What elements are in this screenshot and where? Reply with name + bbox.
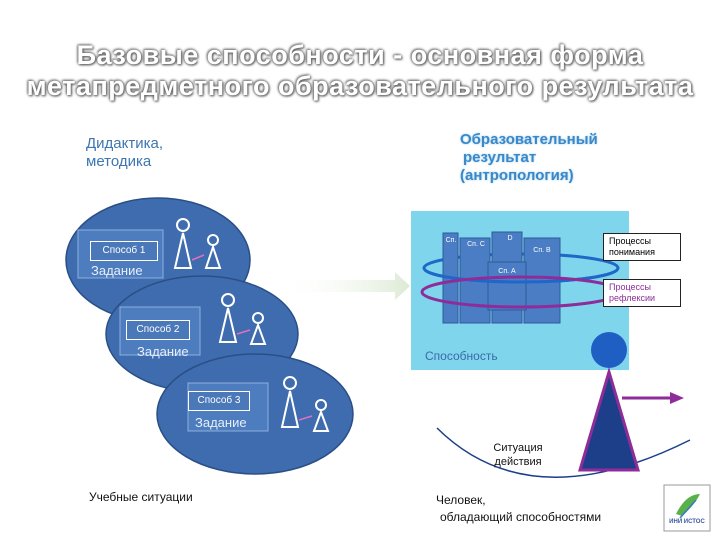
right-heading: Образовательный результат (антропология) xyxy=(460,131,598,185)
right-heading-line-3: (антропология) xyxy=(460,167,574,184)
person-body xyxy=(577,366,641,472)
person-arrow-head xyxy=(670,392,684,404)
capability-label: Способность xyxy=(425,349,498,363)
column-c5 xyxy=(487,261,527,311)
method-label-1: Способ 1 xyxy=(90,241,158,261)
column-label-c5: Сп. А xyxy=(498,268,516,275)
person-head xyxy=(591,332,627,368)
reflection-line-1: Процессы xyxy=(609,282,652,292)
logo-text: ИНИ ИСТОС xyxy=(669,519,705,525)
column-label-c1: Сп. xyxy=(445,237,457,244)
situation-line-1: Ситуация xyxy=(493,442,543,454)
person-label: Человек, обладающий способностями xyxy=(436,492,601,526)
people-icon-2 xyxy=(218,293,267,345)
people-icon-1 xyxy=(173,218,222,269)
left-heading: Дидактика, методика xyxy=(86,135,163,171)
learning-situations-label: Учебные ситуации xyxy=(89,490,193,504)
task-label-3: Задание xyxy=(195,415,247,430)
method-label-3: Способ 3 xyxy=(188,391,250,411)
people-icon-3 xyxy=(280,376,330,432)
transition-arrow xyxy=(280,272,410,300)
reflection-line-2: рефлексии xyxy=(609,293,656,303)
situation-arc xyxy=(436,427,691,478)
title-line-2: метапредметного образовательного результ… xyxy=(26,71,694,101)
understanding-line-2: понимания xyxy=(609,247,655,257)
understanding-box: Процессы понимания xyxy=(603,233,681,261)
left-heading-line-1: Дидактика, xyxy=(86,135,164,152)
right-heading-line-2: результат xyxy=(463,149,537,166)
left-heading-line-2: методика xyxy=(86,153,152,170)
column-label-c2: Сп. С xyxy=(467,241,485,248)
task-label-1: Задание xyxy=(91,263,143,278)
task-label-2: Задание xyxy=(137,344,189,359)
column-label-c3: D xyxy=(507,235,513,242)
leaf-icon xyxy=(676,494,700,516)
understanding-line-1: Процессы xyxy=(609,236,652,246)
column-label-c4: Сп. В xyxy=(533,247,551,254)
title-line-1: Базовые способности - основная форма xyxy=(76,40,644,70)
person-line-2: обладающий способностями xyxy=(440,510,602,524)
person-line-1: Человек, xyxy=(436,493,486,507)
method-label-2: Способ 2 xyxy=(126,320,190,340)
situation-line-2: действия xyxy=(494,456,542,468)
right-heading-line-1: Образовательный xyxy=(460,131,598,148)
reflection-box: Процессы рефлексии xyxy=(603,279,681,307)
situation-label: Ситуация действия xyxy=(478,441,558,469)
